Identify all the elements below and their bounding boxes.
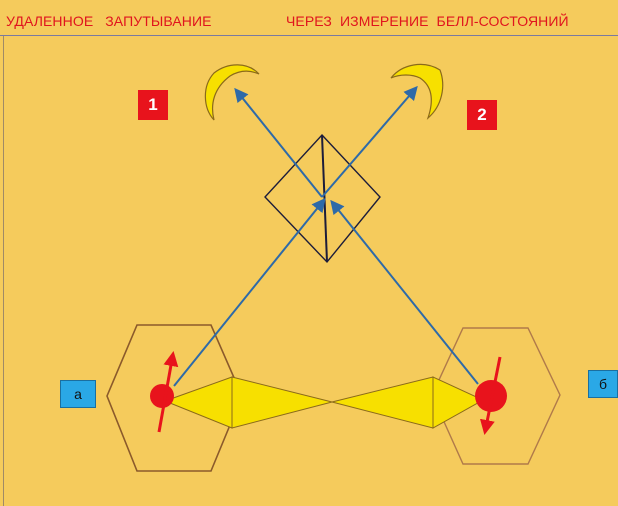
beam-splitter-divider (322, 135, 327, 262)
beam-left-to-splitter (174, 200, 324, 386)
source-b-label: б (588, 370, 618, 398)
bowtie-left-half (232, 377, 332, 428)
detector-1-label: 1 (138, 90, 168, 120)
particle-left (150, 384, 174, 408)
detector-2-label: 2 (467, 100, 497, 130)
source-a-label: а (60, 380, 96, 408)
detector-1-icon (205, 65, 259, 120)
right-cone (433, 377, 483, 428)
detector-2-icon (391, 64, 443, 118)
beam-to-detector-2 (322, 88, 416, 197)
beam-right-to-splitter (332, 202, 478, 384)
bowtie-right-half (332, 377, 433, 428)
